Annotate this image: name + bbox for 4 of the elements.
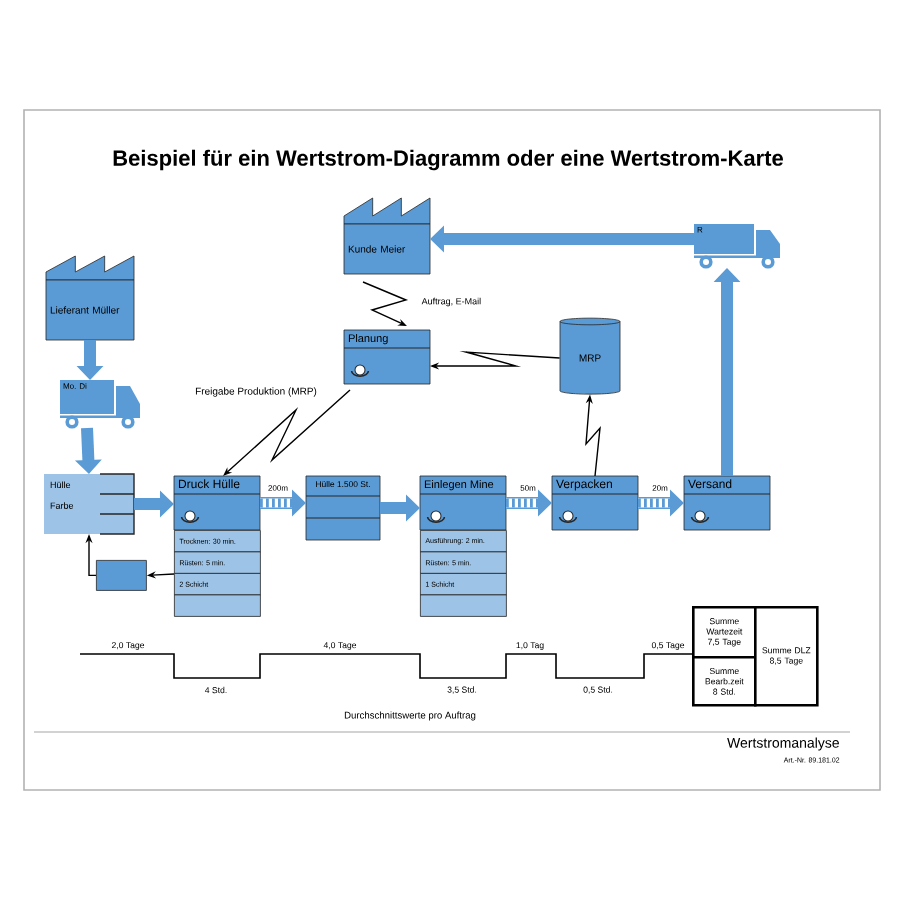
title: Beispiel für ein Wertstrom-Diagramm oder eine Wertstrom-Karte xyxy=(113,149,783,171)
arrow xyxy=(223,389,351,476)
kanban-card xyxy=(96,560,147,591)
arrow xyxy=(362,281,409,326)
